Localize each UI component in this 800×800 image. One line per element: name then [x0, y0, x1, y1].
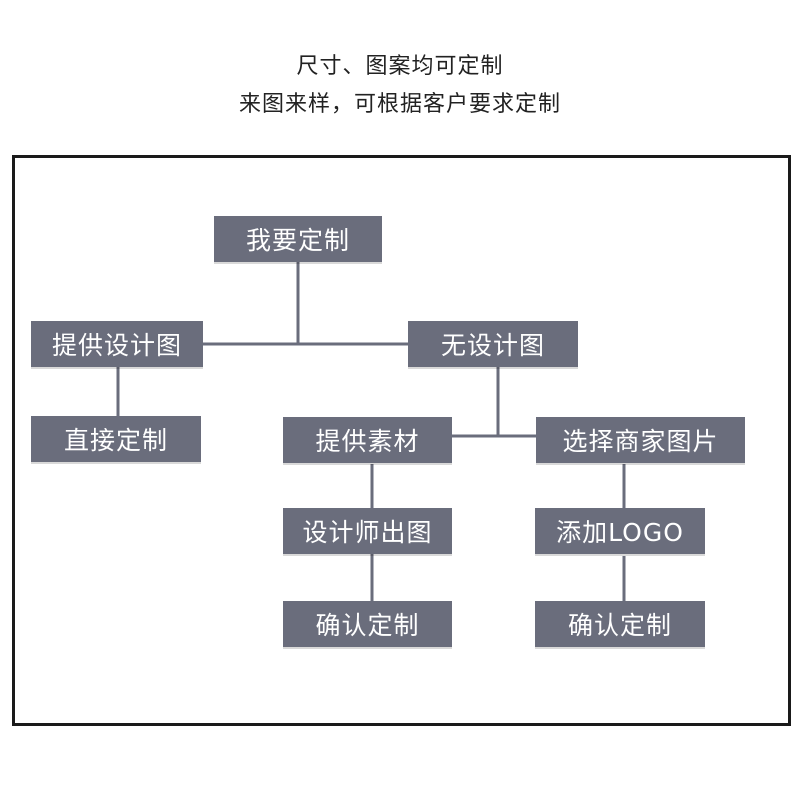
header-subtitle: 来图来样，可根据客户要求定制	[238, 92, 561, 117]
node-no-design: 无设计图	[408, 321, 578, 367]
node-direct-custom: 直接定制	[31, 416, 201, 462]
flowchart-frame	[12, 155, 791, 726]
node-confirm-custom-right: 确认定制	[535, 601, 705, 647]
node-provide-material: 提供素材	[283, 417, 452, 463]
node-add-logo: 添加LOGO	[535, 508, 705, 554]
node-provide-design: 提供设计图	[31, 321, 203, 367]
node-designer-draft: 设计师出图	[283, 508, 452, 554]
node-select-merchant-image: 选择商家图片	[536, 417, 745, 463]
node-confirm-custom-left: 确认定制	[283, 601, 452, 647]
header-title: 尺寸、图案均可定制	[296, 54, 504, 79]
node-i-want-custom: 我要定制	[214, 216, 382, 262]
